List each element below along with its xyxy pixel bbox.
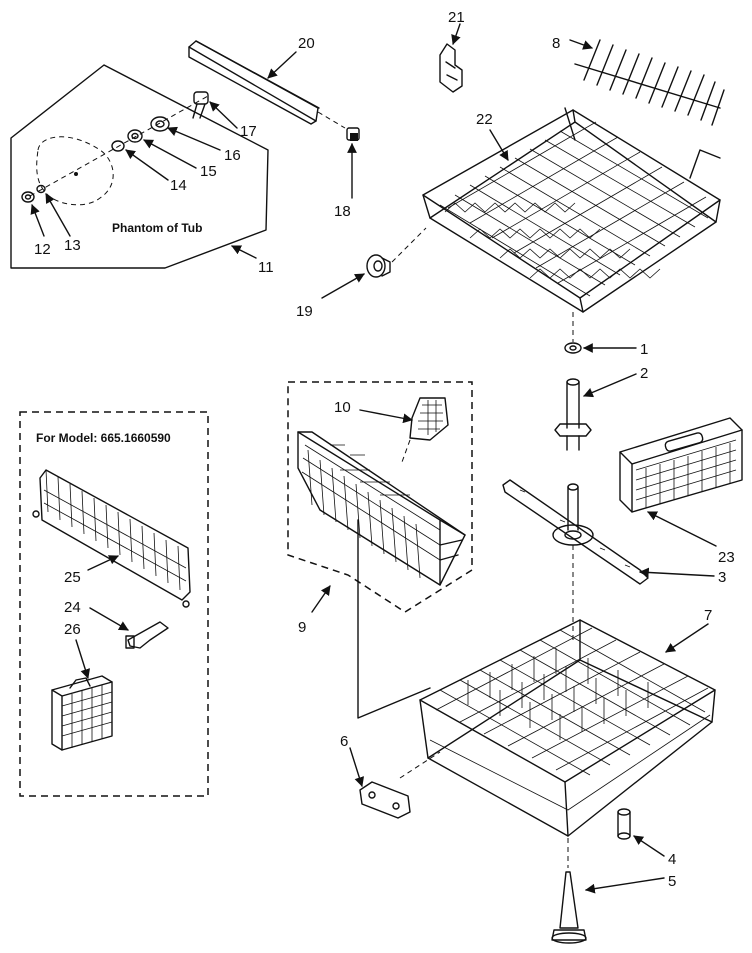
silverware-basket-part-23	[619, 417, 743, 513]
callout-26: 26	[64, 621, 81, 638]
callout-6: 6	[340, 733, 348, 750]
callout-2: 2	[640, 365, 648, 382]
upper-rack-part-22	[422, 107, 721, 313]
spray-arm-part-3	[502, 479, 649, 585]
bolt-part-17	[192, 91, 209, 119]
model-box-label: For Model: 665.1660590	[36, 431, 171, 445]
rack-bracket-part-6	[359, 781, 411, 819]
lower-feed-tube-part-5	[551, 871, 587, 944]
clip-part-24	[125, 621, 169, 649]
callout-24: 24	[64, 599, 81, 616]
callout-14: 14	[170, 177, 187, 194]
tine-row-part-8	[574, 39, 725, 126]
callout-7: 7	[704, 607, 712, 624]
washer-part-1	[564, 342, 582, 354]
callout-18: 18	[334, 203, 351, 220]
lower-rack-part-7	[419, 619, 716, 837]
callout-17: 17	[240, 123, 257, 140]
callout-25: 25	[64, 569, 81, 586]
feed-tube-part-2	[554, 378, 592, 451]
rack-insert-part-25	[32, 469, 191, 608]
callout-3: 3	[718, 569, 726, 586]
cutlery-tray-group-9	[287, 381, 473, 613]
callout-12: 12	[34, 241, 51, 258]
small-basket-part-26	[51, 675, 113, 751]
callout-1: 1	[640, 341, 648, 358]
rack-clip-part-21	[439, 43, 463, 93]
callout-22: 22	[476, 111, 493, 128]
tub-phantom-group: Phantom of Tub	[10, 64, 269, 269]
callout-10: 10	[334, 399, 351, 416]
callout-21: 21	[448, 9, 465, 26]
part-6-guide	[399, 751, 441, 779]
wheel-part-16	[150, 116, 170, 132]
callout-23: 23	[718, 549, 735, 566]
callout-labels: 1 2 3 4 5 6 7 8 9 10 11 12 13 14 15 16 1…	[34, 9, 735, 890]
bearing-part-15	[127, 129, 143, 143]
callout-19: 19	[296, 303, 313, 320]
callout-9: 9	[298, 619, 306, 636]
tray-to-rack-line	[357, 519, 431, 719]
washer-part-14	[111, 140, 125, 152]
model-variant-box: For Model: 665.1660590	[19, 411, 209, 797]
callout-11: 11	[258, 259, 274, 276]
comb-insert-part-10	[401, 397, 449, 463]
callout-16: 16	[224, 147, 241, 164]
callout-13: 13	[64, 237, 81, 254]
spacer-part-4	[617, 808, 631, 840]
callout-20: 20	[298, 35, 315, 52]
callout-15: 15	[200, 163, 217, 180]
nut-part-12	[21, 191, 35, 203]
leader-arrows	[30, 23, 717, 894]
callout-4: 4	[668, 851, 676, 868]
rack-wheel-part-19	[366, 227, 427, 278]
callout-8: 8	[552, 35, 560, 52]
end-cap-part-18	[346, 127, 360, 141]
washer-part-13	[36, 184, 46, 194]
track-rail-part-20	[188, 40, 346, 129]
tub-phantom-label: Phantom of Tub	[112, 221, 202, 235]
callout-5: 5	[668, 873, 676, 890]
